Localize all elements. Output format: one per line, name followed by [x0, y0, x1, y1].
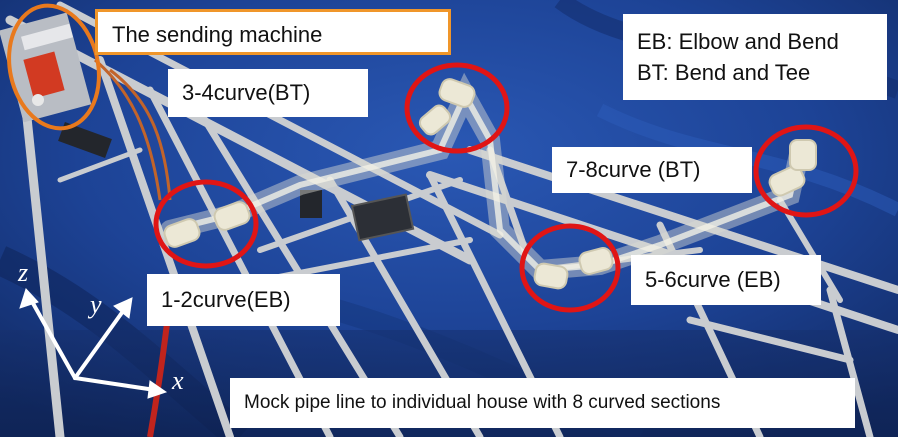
- curve-5-6-label: 5-6curve (EB): [631, 255, 821, 305]
- highlight-circle-3-4: [404, 62, 510, 154]
- x-axis-label: x: [172, 366, 184, 395]
- y-axis-label: y: [90, 290, 102, 319]
- sending-machine: [0, 12, 92, 123]
- mounting-plate: [300, 190, 322, 218]
- legend-bt: BT: Bend and Tee: [637, 60, 811, 85]
- curve-3-4-label: 3-4curve(BT): [168, 69, 368, 117]
- curve-7-8-label: 7-8curve (BT): [552, 147, 752, 193]
- orange-tubes: [94, 58, 162, 201]
- sending-machine-circle: [7, 3, 101, 131]
- coordinate-axes: [19, 288, 168, 399]
- highlight-circle-5-6: [519, 223, 621, 313]
- highlight-circle-7-8: [753, 124, 859, 218]
- z-axis-label: z: [18, 258, 29, 287]
- mounting-plate: [350, 193, 415, 242]
- pipe-fittings: [163, 78, 817, 290]
- legend-box: EB: Elbow and Bend BT: Bend and Tee: [623, 14, 887, 100]
- mounting-plate: [58, 122, 112, 158]
- orange-tubes: [109, 68, 172, 201]
- legend-eb: EB: Elbow and Bend: [637, 29, 839, 54]
- sending-machine-label: The sending machine: [95, 9, 451, 55]
- highlight-circle-1-2: [153, 179, 259, 269]
- caption-label: Mock pipe line to individual house with …: [230, 378, 855, 428]
- curve-1-2-label: 1-2curve(EB): [147, 274, 340, 326]
- mock-pipe-line: [160, 72, 810, 281]
